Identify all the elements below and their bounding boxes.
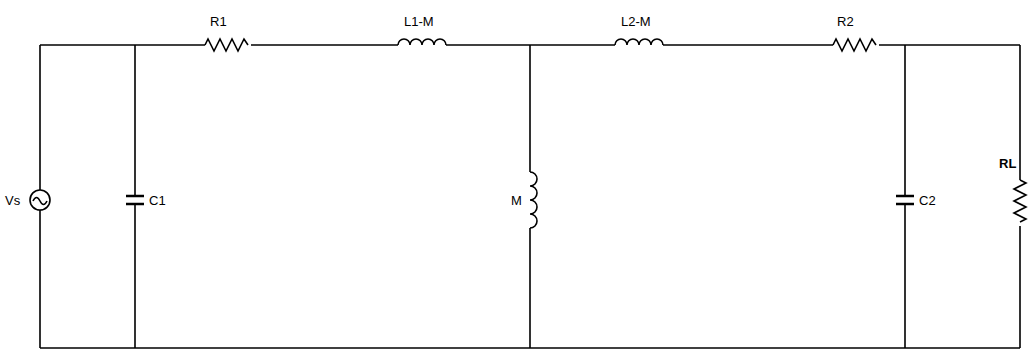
component-label: RL: [998, 156, 1017, 171]
component-label: L2-M: [620, 14, 652, 29]
capacitor-symbol: [896, 196, 914, 204]
component-label: R2: [836, 14, 855, 29]
wire: [40, 44, 205, 46]
component-label: L1-M: [403, 14, 435, 29]
component-label: Vs: [4, 193, 21, 208]
wire: [663, 44, 833, 46]
inductor-symbol: [615, 39, 663, 45]
inductor-symbol: [530, 172, 537, 228]
wire: [1019, 45, 1021, 348]
wire: [39, 45, 41, 348]
component-label: M: [510, 193, 523, 208]
component-label: C1: [148, 193, 167, 208]
ac-sine-mark: [33, 198, 47, 205]
wire: [529, 45, 531, 348]
resistor-symbol: [205, 39, 248, 51]
component-label: C2: [918, 193, 937, 208]
component-label: R1: [209, 14, 228, 29]
wire: [251, 44, 398, 46]
inductor-symbol: [398, 39, 446, 45]
wire: [879, 44, 1020, 46]
resistor-symbol: [833, 39, 876, 51]
voltage-source-symbol: [30, 190, 50, 210]
capacitor-symbol: [126, 196, 144, 204]
resistor-symbol: [1014, 180, 1026, 222]
